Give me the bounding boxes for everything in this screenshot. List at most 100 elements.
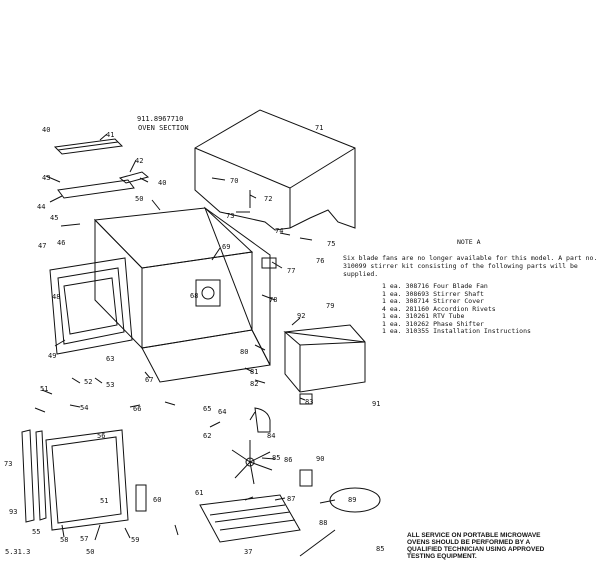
callout-40b: 40 [158,179,167,187]
callout-74: 74 [275,227,284,235]
callout-48: 48 [52,293,61,301]
small-component [299,393,313,405]
callout-44: 44 [37,203,46,211]
door-panel [45,429,129,531]
parts-qty: 1 ea. [382,282,402,290]
callout-72: 72 [264,195,273,203]
outer-cabinet [194,109,356,231]
callout-77: 77 [287,267,296,275]
callout-81: 81 [250,368,259,376]
callout-70: 70 [230,177,239,185]
callout-78: 78 [269,296,278,304]
parts-desc: Stirrer Shaft [433,289,484,298]
callout-50b: 50 [86,548,95,556]
parts-desc: Accordion Rivets [433,304,496,313]
parts-part-no: 310355 [405,327,430,335]
top-bracket [118,171,150,184]
callout-43: 43 [42,174,51,182]
callout-67: 67 [145,376,154,384]
section-title: OVEN SECTION [138,124,189,132]
callout-92: 92 [297,312,306,320]
callout-61: 61 [195,489,204,497]
top-plate [57,179,135,199]
callout-89: 89 [348,496,357,504]
callout-88: 88 [319,519,328,527]
cavity-side [94,218,143,350]
callout-51: 51 [40,385,49,393]
callout-54: 54 [80,404,89,412]
callout-83: 83 [305,398,314,406]
parts-part-no: 308716 [405,282,430,290]
parts-qty: 1 ea. [382,319,402,328]
callout-90: 90 [316,455,325,463]
parts-desc: Installation Instructions [433,327,531,335]
magnetron [195,279,221,307]
callout-59: 59 [131,536,140,544]
callout-58: 58 [60,536,69,544]
callout-56: 56 [97,432,106,440]
blower-part [261,257,277,269]
callout-53: 53 [106,381,115,389]
parts-qty: 4 ea. [382,304,402,313]
right-side-panel [203,206,271,366]
callout-85: 85 [272,454,281,462]
callout-91: 91 [372,400,381,408]
stirrer-motor [254,407,271,433]
parts-part-no: 310261 [405,312,430,320]
callout-75: 75 [327,240,336,248]
glass-tray [199,494,301,543]
callout-51b: 51 [100,497,109,505]
callout-86: 86 [284,456,293,464]
callout-73b: 73 [4,460,13,468]
parts-part-no: 310262 [405,319,430,328]
callout-55: 55 [32,528,41,536]
callout-63: 63 [106,355,115,363]
transformer-housing [284,324,366,393]
parts-desc: Phase Shifter [433,319,484,328]
callout-68: 68 [190,292,199,300]
callout-87: 87 [287,495,296,503]
side-latch [135,484,147,512]
callout-46: 46 [57,239,66,247]
service-notice: ALL SERVICE ON PORTABLE MICROWAVE OVENS … [407,532,545,560]
model-number: 911.8967710 [137,115,184,123]
callout-80: 80 [240,348,249,356]
callout-50: 50 [135,195,144,203]
callout-41: 41 [106,131,115,139]
parts-part-no: 308693 [405,289,430,298]
callout-37: 37 [244,548,253,556]
callout-49: 49 [48,352,57,360]
callout-52: 52 [84,378,93,386]
callout-85b: 85 [376,545,385,553]
callout-71: 71 [315,124,324,132]
parts-qty: 1 ea. [382,312,402,320]
power-cord [329,487,381,513]
parts-desc: Four Blade Fan [433,282,488,290]
callout-64: 64 [218,408,227,416]
cavity-front [141,251,253,349]
callout-84: 84 [267,432,276,440]
base-plate [141,329,271,383]
top-trim-bar [53,138,124,155]
callout-82: 82 [250,380,259,388]
callout-57: 57 [80,535,89,543]
callout-45: 45 [50,214,59,222]
callout-62: 62 [203,432,212,440]
callout-42: 42 [135,157,144,165]
door-hinge-strip [21,429,35,523]
note-text: Six blade fans are no longer available f… [343,254,598,278]
callout-79: 79 [326,302,335,310]
callout-65: 65 [203,405,212,413]
page-code: 5.31.3 [5,548,31,556]
parts-qty: 1 ea. [382,327,402,335]
callout-47: 47 [38,242,47,250]
